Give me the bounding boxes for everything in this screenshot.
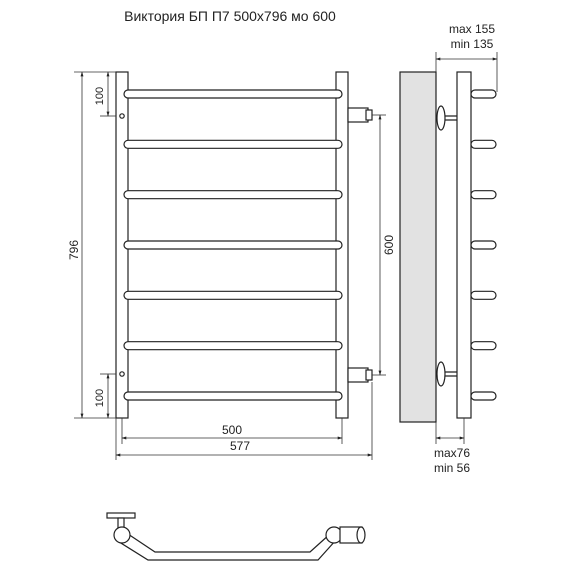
rungs [123, 89, 343, 401]
mount-point-top [119, 113, 125, 119]
rung [123, 89, 343, 99]
rung [123, 290, 343, 300]
dim-connection-center-label: 600 [382, 235, 396, 255]
rung-stub [470, 341, 497, 351]
rung-stub [470, 290, 497, 300]
rung [123, 341, 343, 351]
dim-depth-top-min: min 135 [451, 37, 494, 51]
dimension-bottom-offset: 100 [94, 373, 116, 419]
side-bracket-top [436, 105, 457, 131]
rung-stub [470, 139, 497, 149]
connection-bottom [347, 367, 369, 383]
dim-width-total-label: 577 [230, 439, 250, 453]
dim-depth-bottom-max: max76 [434, 446, 470, 460]
connection-top-nut [365, 109, 373, 121]
connection-top [347, 107, 369, 123]
dimension-width-inner: 500 [121, 418, 343, 444]
dim-bottom-offset-label: 100 [94, 389, 106, 407]
rung-stub [470, 240, 497, 250]
dim-depth-bottom-min: min 56 [434, 461, 470, 475]
rung [123, 391, 343, 401]
rung-stub [470, 89, 497, 99]
plan-tube-inner [127, 533, 331, 553]
side-post [456, 71, 472, 419]
plan-tube-outer [115, 539, 337, 561]
wall-panel [399, 71, 437, 423]
plan-bracket-plate [106, 512, 136, 519]
mount-point-bottom [119, 371, 125, 377]
dim-top-offset-label: 100 [94, 87, 106, 105]
dimension-connection-center: 600 [372, 114, 396, 376]
dimension-height-total: 796 [67, 71, 116, 419]
rung-stub [470, 190, 497, 200]
plan-post-left [113, 526, 131, 544]
plan-view [106, 512, 366, 561]
dim-width-inner-label: 500 [222, 423, 242, 437]
rung-stubs [470, 89, 497, 401]
rung-stub [470, 391, 497, 401]
drawing-title: Виктория БП П7 500x796 мо 600 [124, 8, 336, 24]
dimension-depth-bottom: max76 min 56 [434, 418, 470, 475]
rung [123, 190, 343, 200]
side-view: max 155 min 135 max76 min 56 [399, 22, 498, 475]
connection-bottom-nut [365, 369, 373, 381]
dimension-top-offset: 100 [94, 71, 116, 117]
side-bracket-bottom [436, 361, 457, 387]
rung [123, 139, 343, 149]
plan-connection-end [356, 526, 366, 544]
front-view: 796 100 100 600 500 [67, 71, 396, 460]
dim-depth-top-max: max 155 [449, 22, 495, 36]
dim-height-total-label: 796 [67, 240, 81, 260]
dimension-depth-top: max 155 min 135 [435, 22, 498, 92]
dimension-width-total: 577 [115, 382, 373, 460]
rung [123, 240, 343, 250]
